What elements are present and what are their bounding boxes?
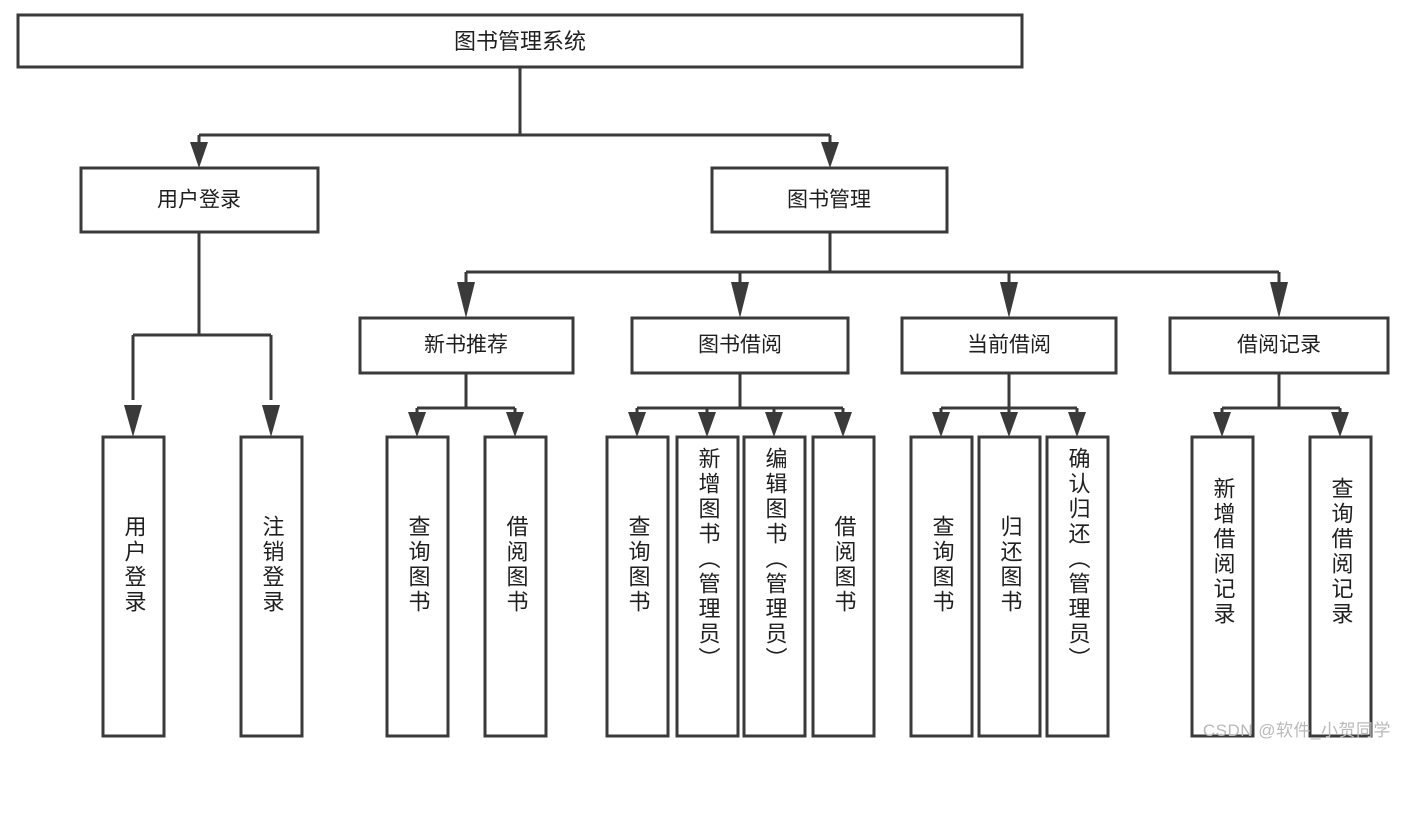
leaf-box-add-book-admin[interactable] xyxy=(675,435,740,738)
node-borrow-record[interactable]: 借阅记录 xyxy=(1168,316,1390,375)
connector-group-new-book xyxy=(408,373,524,437)
connector-group-book-mgmt xyxy=(457,232,1288,318)
node-user-login[interactable]: 用户登录 xyxy=(79,166,320,234)
leaf-box-add-borrow-record[interactable] xyxy=(1190,435,1255,738)
arrow-newbook-leaf-2-icon xyxy=(506,412,524,437)
leaf-box-logout[interactable] xyxy=(239,435,304,738)
arrow-user-leaf-2-icon xyxy=(262,405,280,437)
hierarchy-diagram: 图书管理系统 用户登录 图书管理 新书推荐 图书借阅 当前借阅 借阅记录 xyxy=(16,13,1390,738)
arrow-root-to-user-icon xyxy=(190,142,208,168)
arrow-borrow-leaf-2-icon xyxy=(698,412,716,437)
arrow-borrow-leaf-3-icon xyxy=(765,412,783,437)
node-book-management-label: 图书管理 xyxy=(787,189,871,212)
node-new-book-recommend-box[interactable] xyxy=(358,316,575,375)
node-current-borrow-label: 当前借阅 xyxy=(967,334,1051,357)
arrow-current-leaf-3-icon xyxy=(1068,412,1086,437)
leaf-box-query-borrow-record[interactable] xyxy=(1308,435,1373,738)
arrow-record-leaf-2-icon xyxy=(1331,412,1349,437)
leaf-boxes xyxy=(101,435,1373,738)
node-new-book-recommend[interactable]: 新书推荐 xyxy=(358,316,575,375)
node-borrow-record-label: 借阅记录 xyxy=(1237,334,1321,357)
arrow-current-leaf-2-icon xyxy=(1000,412,1018,437)
arrow-newbook-leaf-1-icon xyxy=(408,412,426,437)
node-book-borrow[interactable]: 图书借阅 xyxy=(630,316,850,375)
node-current-borrow[interactable]: 当前借阅 xyxy=(900,316,1118,375)
connector-group-borrow-record xyxy=(1213,373,1349,437)
leaf-box-edit-book-admin[interactable] xyxy=(742,435,807,738)
node-book-borrow-label: 图书借阅 xyxy=(698,334,782,357)
arrow-book-child-3-icon xyxy=(1000,282,1018,318)
node-root-box[interactable] xyxy=(16,13,1024,69)
arrow-book-child-1-icon xyxy=(457,282,475,318)
leaf-box-user-login[interactable] xyxy=(101,435,166,738)
node-user-login-box[interactable] xyxy=(79,166,320,234)
node-root-label: 图书管理系统 xyxy=(454,29,586,54)
arrow-borrow-leaf-4-icon xyxy=(834,412,852,437)
node-book-borrow-box[interactable] xyxy=(630,316,850,375)
leaf-box-query-book-3[interactable] xyxy=(909,435,974,738)
node-new-book-recommend-label: 新书推荐 xyxy=(424,334,508,357)
connector-group-borrow xyxy=(628,373,852,437)
node-book-management-box[interactable] xyxy=(710,166,949,234)
node-borrow-record-box[interactable] xyxy=(1168,316,1390,375)
watermark: CSDN @软件_小贺同学 xyxy=(1202,721,1391,740)
leaf-box-query-book-2[interactable] xyxy=(605,435,670,738)
node-book-management[interactable]: 图书管理 xyxy=(710,166,949,234)
arrow-root-to-book-icon xyxy=(821,142,839,168)
arrow-current-leaf-1-icon xyxy=(932,412,950,437)
connector-group-root xyxy=(190,67,839,168)
arrow-borrow-leaf-1-icon xyxy=(628,412,646,437)
arrow-book-child-4-icon xyxy=(1270,282,1288,318)
node-current-borrow-box[interactable] xyxy=(900,316,1118,375)
diagram-canvas: 图书管理系统 用户登录 图书管理 新书推荐 图书借阅 当前借阅 借阅记录 xyxy=(16,13,1391,740)
leaf-box-borrow-book-1[interactable] xyxy=(483,435,548,738)
leaf-box-borrow-book-2[interactable] xyxy=(811,435,876,738)
node-root[interactable]: 图书管理系统 xyxy=(16,13,1024,69)
arrow-record-leaf-1-icon xyxy=(1213,412,1231,437)
connector-group-current-borrow xyxy=(932,373,1086,437)
arrow-user-leaf-1-icon xyxy=(124,405,142,437)
leaf-box-query-book-1[interactable] xyxy=(385,435,450,738)
arrow-book-child-2-icon xyxy=(731,282,749,318)
connector-group-user-login xyxy=(124,232,280,437)
node-user-login-label: 用户登录 xyxy=(157,189,241,212)
leaf-box-return-book[interactable] xyxy=(977,435,1042,738)
leaf-box-confirm-return-admin[interactable] xyxy=(1045,435,1110,738)
